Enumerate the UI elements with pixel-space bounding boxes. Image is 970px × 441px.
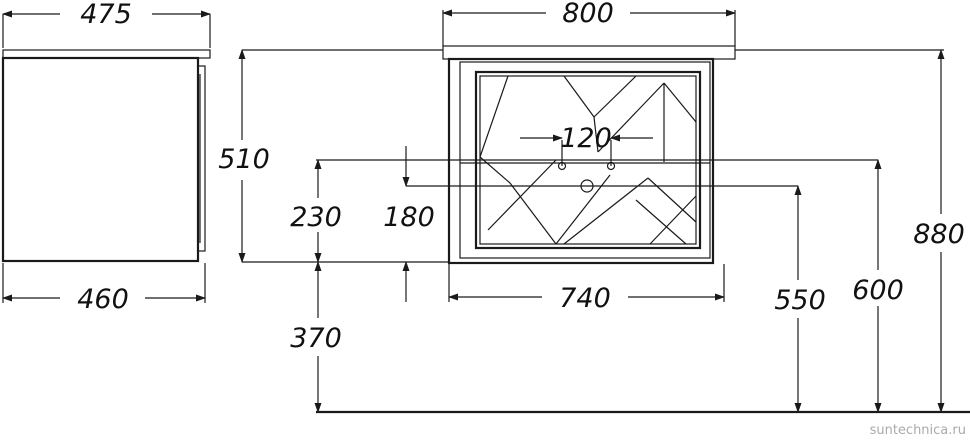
side-door-profile xyxy=(197,65,206,252)
dim-label-230: 230 xyxy=(290,202,342,233)
side-cabinet-body xyxy=(1,56,200,263)
front-cabinet-body xyxy=(447,57,715,265)
dim-label-180: 180 xyxy=(383,202,435,233)
dim-label-460: 460 xyxy=(77,284,129,315)
glass-pattern xyxy=(479,75,697,245)
dim-label-800: 800 xyxy=(562,0,614,29)
drain-hole xyxy=(580,179,594,193)
dim-label-475: 475 xyxy=(80,0,132,30)
front-countertop xyxy=(442,45,736,60)
dim-label-510: 510 xyxy=(218,144,270,175)
dim-label-600: 600 xyxy=(852,275,904,306)
dim-label-880: 880 xyxy=(913,219,965,250)
front-view xyxy=(316,45,878,265)
side-countertop xyxy=(2,49,211,59)
side-view xyxy=(1,49,211,263)
dim-label-370: 370 xyxy=(290,323,342,354)
watermark: suntechnica.ru xyxy=(870,423,966,438)
dim-label-120: 120 xyxy=(560,123,612,154)
dim-label-740: 740 xyxy=(559,283,611,314)
dim-label-550: 550 xyxy=(774,285,826,316)
